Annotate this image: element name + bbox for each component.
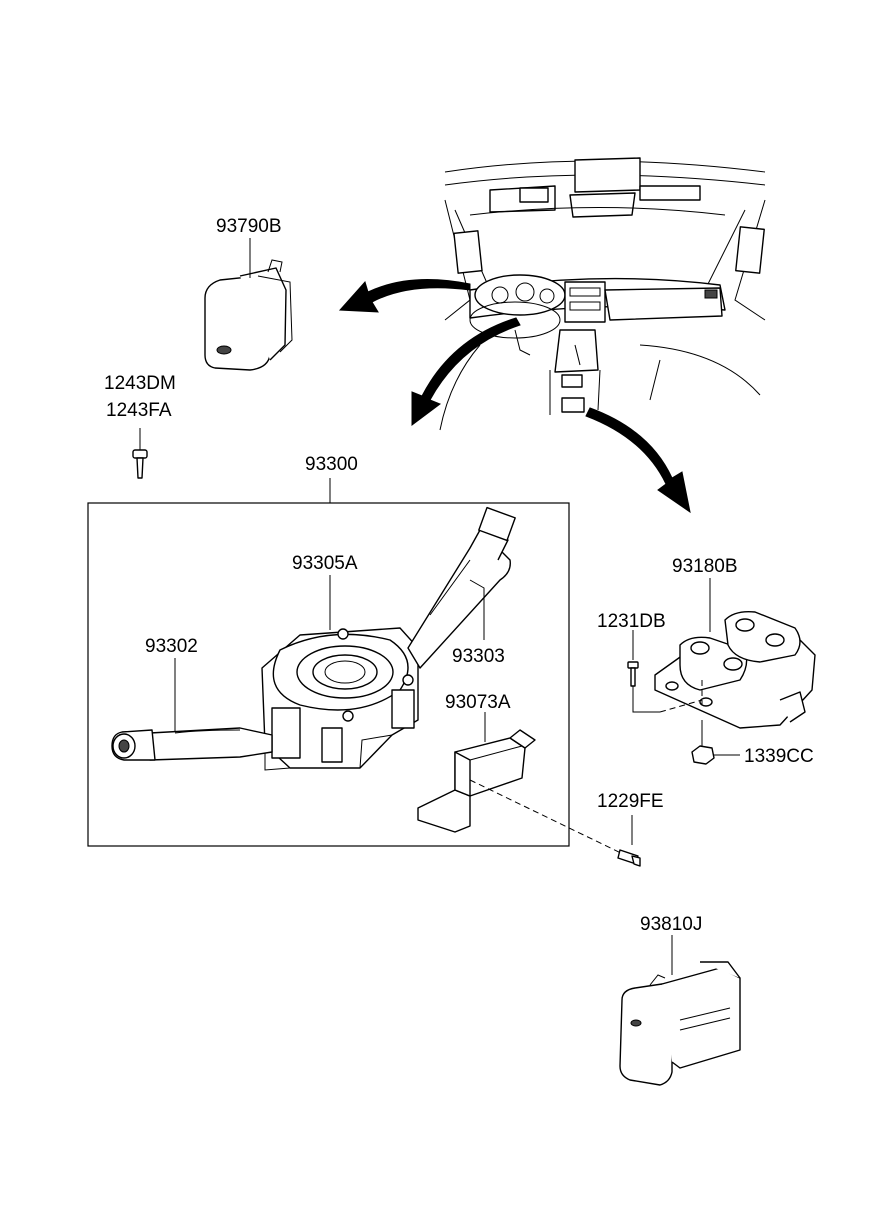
label-93302: 93302 (145, 636, 198, 657)
screw-1231DB-illustration (627, 630, 703, 713)
label-1229FE: 1229FE (597, 791, 664, 812)
switch-93790B-illustration (204, 259, 293, 371)
label-93180B: 93180B (672, 556, 738, 577)
label-93303: 93303 (452, 646, 505, 667)
combination-switch-illustration (111, 506, 516, 771)
nut-1339CC-illustration (691, 720, 740, 765)
switch-93180B-illustration (654, 610, 816, 729)
leader-lines (174, 238, 711, 742)
dashboard-illustration (439, 157, 766, 431)
assembly-frame (87, 502, 570, 847)
label-93790B: 93790B (216, 216, 282, 237)
label-1243DM: 1243DM (104, 373, 176, 394)
label-1243FA: 1243FA (106, 400, 172, 421)
bracket-93073A-illustration (417, 729, 536, 833)
screw-1243DM-illustration (132, 428, 148, 479)
pointer-arrows (338, 279, 691, 514)
label-93300: 93300 (305, 454, 358, 475)
label-1231DB: 1231DB (597, 611, 666, 632)
label-93810J: 93810J (640, 914, 702, 935)
switch-93810J-illustration (619, 935, 741, 1086)
label-93073A: 93073A (445, 692, 511, 713)
screw-1229FE-illustration (617, 815, 641, 867)
part-labels: 93790B 1243DM 1243FA 93300 93305A 93302 … (104, 216, 814, 935)
label-1339CC: 1339CC (744, 746, 814, 767)
label-93305A: 93305A (292, 553, 358, 574)
